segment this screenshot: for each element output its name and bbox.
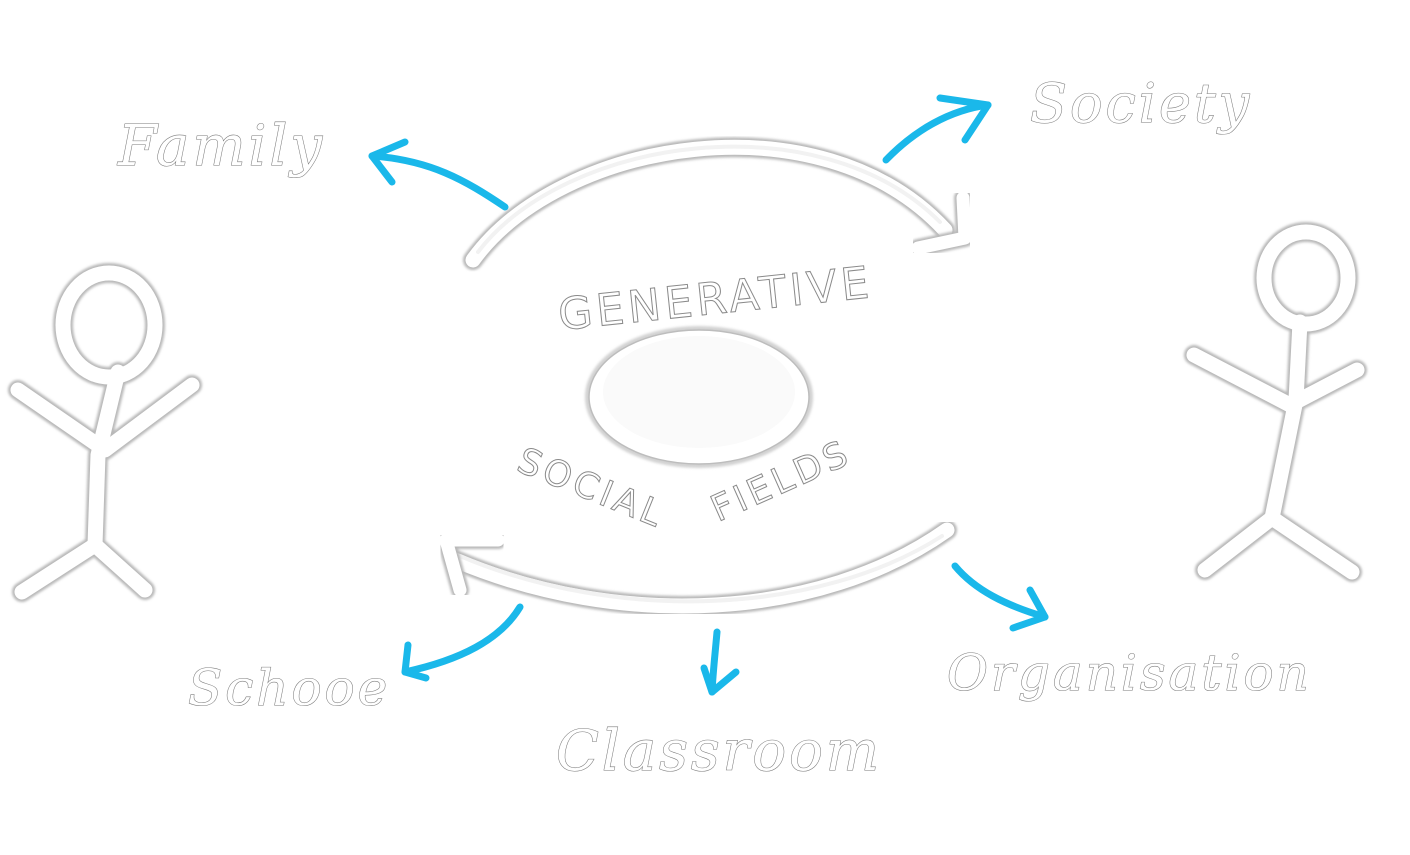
left-stick-figure-icon: [8, 263, 202, 602]
right-stick-figure-icon: [1184, 222, 1367, 582]
bottom-cycle-arrow: [437, 520, 957, 616]
central-ellipse: [585, 326, 813, 468]
arrow-to-family: [368, 138, 509, 211]
arrow-to-classroom: [700, 628, 740, 696]
arrow-to-school: [401, 603, 524, 682]
top-cycle-arrow: [463, 137, 974, 270]
family-label: Family: [117, 114, 325, 179]
school-label: Schooe: [188, 659, 390, 717]
arrow-to-organisation: [951, 562, 1049, 632]
society-label: Society: [1030, 72, 1252, 135]
arrow-to-society: [882, 94, 992, 164]
organisation-label: Organisation: [947, 644, 1312, 702]
classroom-label: Classroom: [556, 719, 882, 784]
